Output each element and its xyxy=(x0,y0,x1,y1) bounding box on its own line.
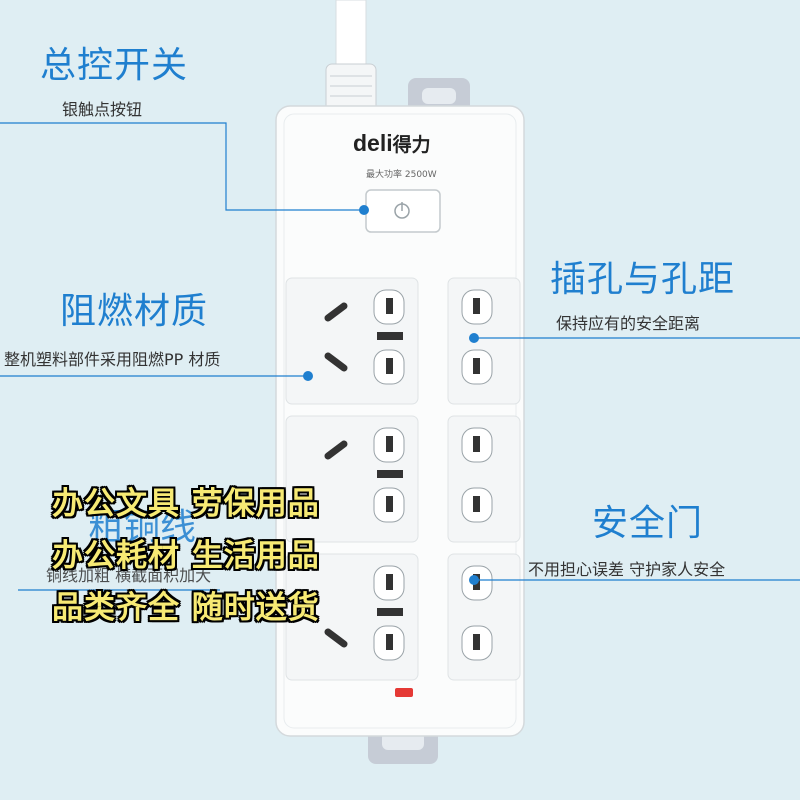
master-switch-subtitle: 银触点按钮 xyxy=(62,100,143,119)
promo-line-3: 品类齐全 随时送货 xyxy=(52,590,320,626)
socket-spacing-subtitle: 保持应有的安全距离 xyxy=(556,314,701,333)
copper-wire-subtitle: 铜线加粗 横截面积加大 xyxy=(46,566,212,585)
promo-line-2: 办公耗材 生活用品 xyxy=(52,538,320,574)
socket-spacing-title: 插孔与孔距 xyxy=(550,259,736,300)
brand-logo: deli得力 xyxy=(353,130,431,156)
callout-line-master-switch xyxy=(0,122,362,211)
power-rating-label: 最大功率 2500W xyxy=(366,170,437,180)
master-switch-title: 总控开关 xyxy=(40,45,189,86)
promo-line-1: 办公文具 劳保用品 xyxy=(52,486,320,522)
safety-door-title: 安全门 xyxy=(592,503,704,544)
safety-door-subtitle: 不用担心误差 守护家人安全 xyxy=(528,560,726,579)
copper-wire-title: 粗铜线 xyxy=(88,507,197,548)
indicator-light xyxy=(395,688,413,697)
power-switch xyxy=(365,189,441,233)
power-cord xyxy=(335,0,367,71)
flame-retardant-subtitle: 整机塑料部件采用阻燃PP 材质 xyxy=(4,350,221,369)
flame-retardant-title: 阻燃材质 xyxy=(60,291,209,332)
